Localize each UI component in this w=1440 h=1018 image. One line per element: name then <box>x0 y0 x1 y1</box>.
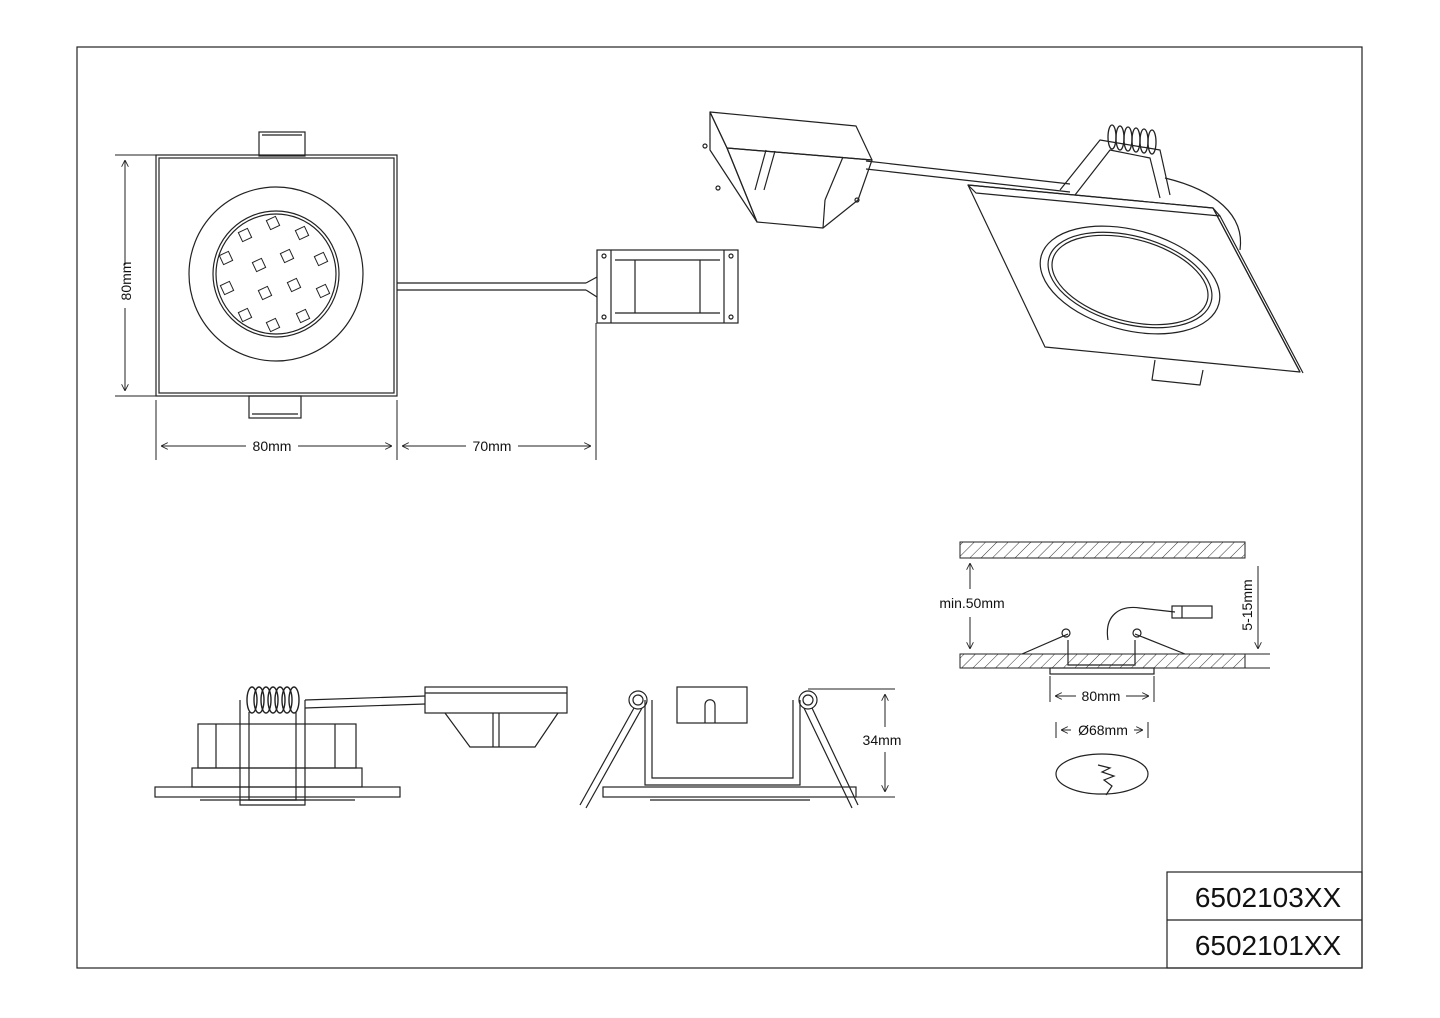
dim-cable-length: 70mm <box>473 438 512 454</box>
title-block <box>1166 871 1363 969</box>
led-array <box>218 215 331 333</box>
product-code-1: 6502103XX <box>1195 882 1342 913</box>
fixture-square-frame <box>155 154 398 397</box>
side-height-dimension <box>808 688 895 798</box>
product-code-2: 6502101XX <box>1195 930 1342 961</box>
side-view-clips <box>579 686 859 809</box>
side-driver <box>424 686 568 714</box>
dim-min-clearance: min.50mm <box>939 595 1004 611</box>
dim-top-height: 80mm <box>118 262 134 301</box>
driver-box <box>596 249 739 324</box>
dim-cutout-diameter: Ø68mm <box>1078 722 1128 738</box>
dim-top-width: 80mm <box>253 438 292 454</box>
dim-side-height: 34mm <box>863 732 902 748</box>
installation-view <box>959 541 1270 796</box>
side-spring-coils <box>246 686 300 714</box>
top-view <box>155 131 739 419</box>
dim-install-width: 80mm <box>1082 688 1121 704</box>
top-view-dimensions <box>115 154 597 460</box>
cutout-sketch <box>1055 753 1149 796</box>
dim-ceiling-thickness: 5-15mm <box>1239 579 1255 630</box>
iso-spring-coils <box>1107 124 1157 155</box>
side-view-spring <box>154 686 568 806</box>
fixture-ring <box>188 186 364 362</box>
isometric-view <box>702 111 1304 386</box>
drawing-frame <box>76 46 1363 969</box>
